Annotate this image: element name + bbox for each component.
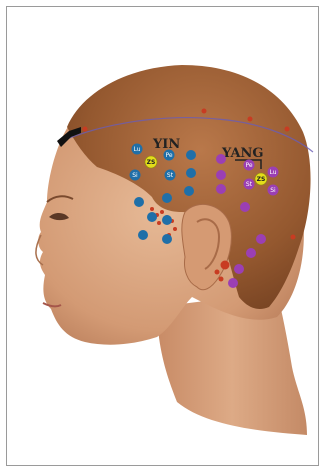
yang-point-st-label: St [246, 181, 253, 188]
yin-point-si-label: Si [132, 172, 138, 179]
yin-point [162, 193, 172, 203]
red-marker [150, 207, 154, 211]
yang-point [216, 170, 226, 180]
yang-label: YANG [221, 146, 264, 161]
yang-point-lu-label: Lu [269, 169, 276, 176]
red-marker [285, 127, 290, 132]
image-frame: YIN Lu Pe ZS Si St YANG Pe ZS Lu St [6, 6, 319, 466]
yang-point [228, 278, 238, 288]
red-marker [160, 210, 164, 214]
yin-point [162, 234, 172, 244]
yin-point [147, 212, 157, 222]
yang-point-zs-label: ZS [257, 176, 266, 183]
yang-point-si-label: Si [270, 187, 276, 194]
yang-point [216, 154, 226, 164]
yin-point [184, 186, 194, 196]
yin-point [186, 168, 196, 178]
yin-point [186, 150, 196, 160]
yang-point-pe-label: Pe [245, 162, 252, 169]
red-marker [219, 277, 224, 282]
yang-point [246, 248, 256, 258]
red-marker [248, 117, 253, 122]
yin-point-zs-label: ZS [147, 159, 156, 166]
yin-label: YIN [152, 137, 180, 152]
yin-point [162, 215, 172, 225]
yin-point [134, 197, 144, 207]
yin-point [138, 230, 148, 240]
red-marker [157, 221, 161, 225]
red-marker [202, 109, 207, 114]
red-marker [173, 227, 177, 231]
red-marker [83, 127, 88, 132]
yang-point [221, 261, 230, 270]
yang-point [256, 234, 266, 244]
yang-point [240, 202, 250, 212]
yang-point [216, 184, 226, 194]
yin-point-st-label: St [167, 172, 174, 179]
yang-point [234, 264, 244, 274]
red-marker [215, 270, 220, 275]
red-marker [291, 235, 296, 240]
head-acupuncture-diagram: YIN Lu Pe ZS Si St YANG Pe ZS Lu St [7, 7, 320, 467]
yin-point-pe-label: Pe [165, 152, 172, 159]
yin-point-lu-label: Lu [133, 146, 140, 153]
